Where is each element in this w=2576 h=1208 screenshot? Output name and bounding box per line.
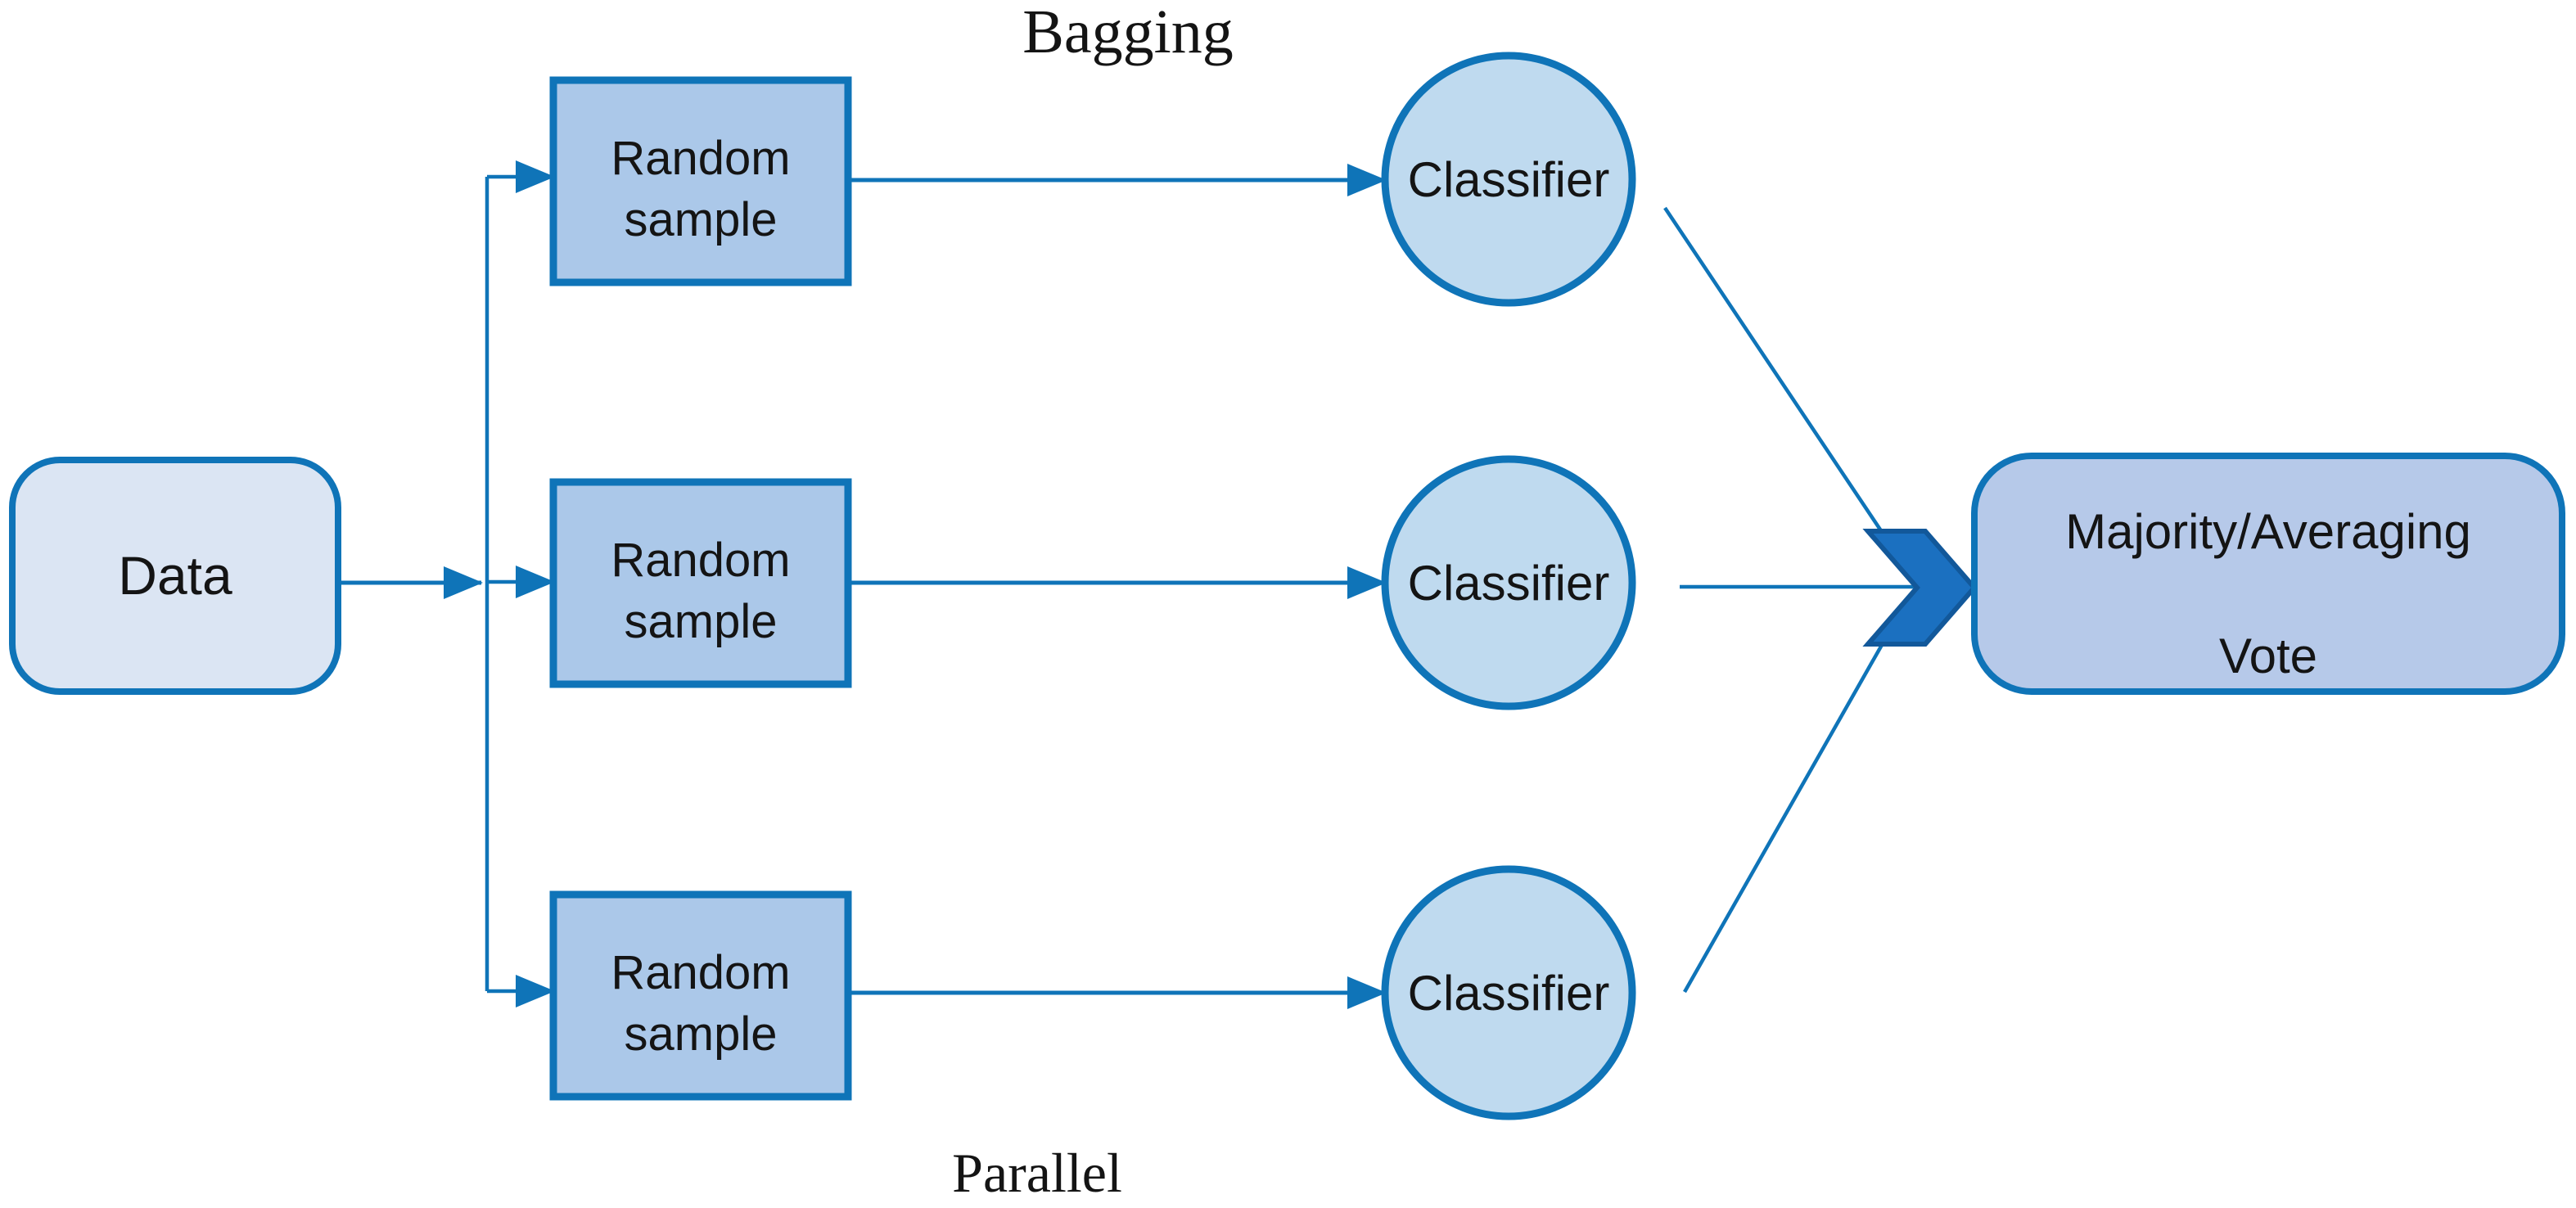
vote-node: Majority/Averaging Vote: [1971, 453, 2565, 695]
connector-classifier-3-to-merge: [1683, 643, 1884, 994]
classifier-label-1: Classifier: [1408, 152, 1610, 207]
diagram-title: Bagging: [1022, 0, 1234, 66]
random-sample-node-2: Random sample: [549, 478, 852, 688]
classifier-node-3: Classifier: [1381, 865, 1636, 1120]
random-sample-node-1: Random sample: [549, 76, 852, 286]
random-sample-label-2-line-2: sample: [625, 595, 778, 648]
classifier-shape-3: [1381, 865, 1636, 1120]
random-sample-shape-2: [549, 478, 852, 688]
random-sample-label-2-line-1: Random: [611, 534, 790, 587]
vote-node-label-line-2: Vote: [2219, 629, 2317, 683]
classifier-label-3: Classifier: [1408, 966, 1610, 1021]
data-node-label: Data: [118, 545, 232, 606]
random-sample-shape-3: [549, 890, 852, 1101]
diagram-footer-label: Parallel: [952, 1142, 1122, 1204]
vote-node-label-line-1: Majority/Averaging: [2065, 504, 2471, 559]
random-sample-label-3-line-2: sample: [625, 1007, 778, 1061]
classifier-shape-1: [1381, 52, 1636, 307]
connector-classifier-1-to-merge: [1663, 206, 1884, 534]
merge-chevron-arrow-icon: [1862, 529, 1978, 647]
random-sample-label-1-line-2: sample: [625, 193, 778, 246]
classifier-node-2: Classifier: [1381, 455, 1636, 710]
vote-node-shape: [1971, 453, 2565, 695]
random-sample-label-1-line-1: Random: [611, 132, 790, 185]
random-sample-label-3-line-1: Random: [611, 946, 790, 999]
data-node-shape: [9, 457, 341, 695]
classifier-node-1: Classifier: [1381, 52, 1636, 307]
data-node: Data: [9, 457, 341, 695]
classifier-label-2: Classifier: [1408, 556, 1610, 611]
random-sample-node-3: Random sample: [549, 890, 852, 1101]
random-sample-shape-1: [549, 76, 852, 286]
classifier-shape-2: [1381, 455, 1636, 710]
